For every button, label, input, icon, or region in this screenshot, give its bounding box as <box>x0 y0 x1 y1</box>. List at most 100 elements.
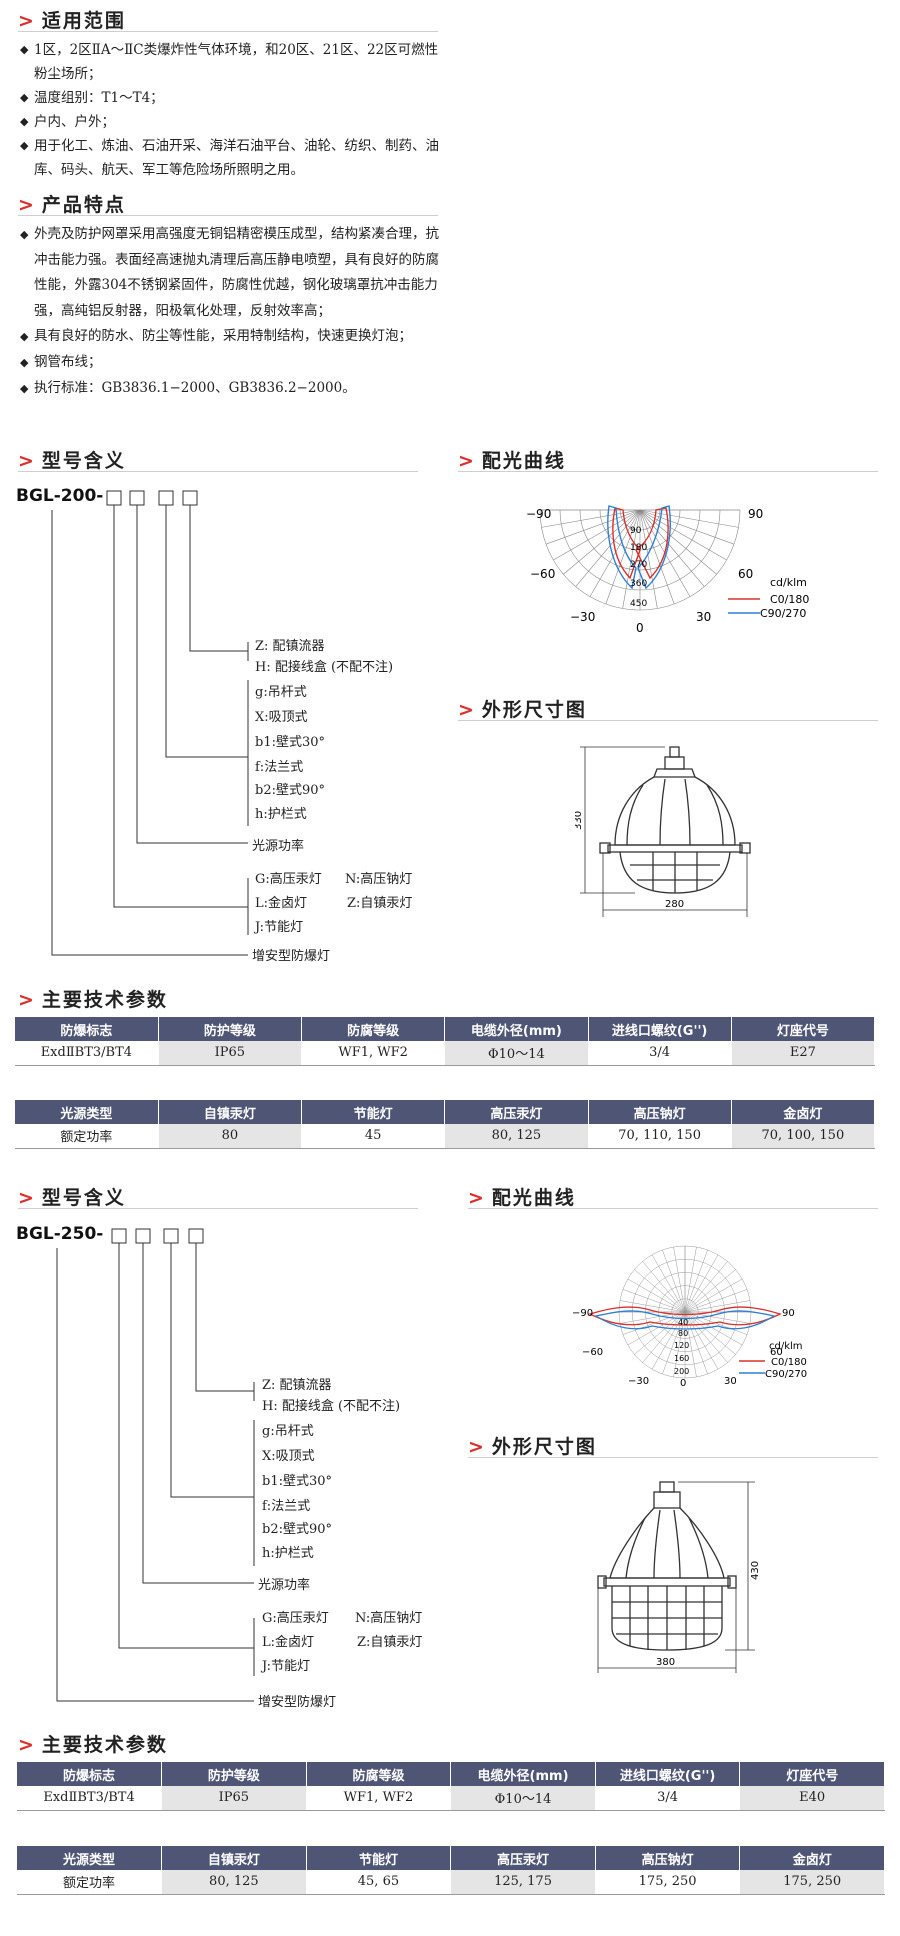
table-header: 自镇汞灯 <box>158 1100 303 1124</box>
table-header: 金卤灯 <box>739 1846 885 1870</box>
unit-label: cd/klm <box>769 1341 803 1352</box>
angle-label: 90 <box>748 507 763 521</box>
code-label: Z: 配镇流器 <box>262 1378 332 1393</box>
table-cell: 70, 110, 150 <box>588 1124 732 1149</box>
table-cell: 80, 125 <box>161 1870 307 1895</box>
section-title-dims-1: >外形尺寸图 <box>458 699 587 721</box>
polar-spoke <box>553 509 641 561</box>
table-cell: WF1, WF2 <box>301 1041 446 1066</box>
section-title-spec-1: >主要技术参数 <box>18 989 168 1011</box>
table-header: 节能灯 <box>301 1100 446 1124</box>
table-cell: 45, 65 <box>306 1870 452 1895</box>
code-label: G:高压汞灯 <box>262 1611 329 1626</box>
ring-label: 180 <box>630 543 647 553</box>
divider <box>468 1208 878 1209</box>
polar-spoke <box>642 1261 686 1313</box>
code-label: g:吊杆式 <box>255 685 307 700</box>
list-item: 户内、户外； <box>20 110 450 134</box>
code-label: H: 配接线盒 (不配不注) <box>262 1399 401 1414</box>
polar-spoke <box>622 1289 686 1313</box>
table-cell: ExdⅡBT3/BT4 <box>15 1041 159 1066</box>
polar-spoke <box>575 509 641 587</box>
table-header: 防护等级 <box>161 1762 307 1786</box>
table-header-row: 防爆标志 防护等级 防腐等级 电缆外径(mm) 进线口螺纹(G'') 灯座代号 <box>15 1017 876 1041</box>
table-header: 电缆外径(mm) <box>444 1017 589 1041</box>
code-label: f:法兰式 <box>262 1499 311 1514</box>
section-title-scope: >适用范围 <box>18 10 126 32</box>
dimension-drawing-1: 330 280 <box>575 746 751 917</box>
chart-2-legend: cd/klm C0/180 C90/270 <box>739 1341 807 1380</box>
section-title-curve-2: >配光曲线 <box>468 1187 576 1209</box>
polar-spoke <box>684 1254 719 1313</box>
polar-spoke <box>684 1300 751 1313</box>
code-label: X:吸顶式 <box>255 710 308 725</box>
polar-spoke <box>634 1269 686 1313</box>
code-label: H: 配接线盒 (不配不注) <box>255 660 394 675</box>
table-header: 灯座代号 <box>731 1017 876 1041</box>
code-label: J:节能灯 <box>255 920 304 935</box>
dimension-drawing-2: 430 380 <box>597 1481 761 1673</box>
table-cell: ExdⅡBT3/BT4 <box>17 1786 163 1811</box>
table-header: 防腐等级 <box>306 1762 452 1786</box>
section-title-model-1: >型号含义 <box>18 450 126 472</box>
angle-label: 60 <box>770 1347 783 1358</box>
polar-spoke <box>662 1311 686 1375</box>
table-header: 防腐等级 <box>301 1017 446 1041</box>
light-distribution-chart-1: −90 90 −60 60 −30 30 0 90 180 270 360 45… <box>526 505 809 635</box>
polar-spoke <box>684 1311 728 1363</box>
dim-width: 280 <box>665 899 684 910</box>
polar-spoke <box>684 1278 743 1313</box>
table-row: 额定功率 80 45 80, 125 70, 110, 150 70, 100,… <box>15 1124 876 1149</box>
divider <box>458 720 878 721</box>
power-table-1: 光源类型 自镇汞灯 节能灯 高压汞灯 高压钠灯 金卤灯 额定功率 80 45 8… <box>15 1100 876 1149</box>
angle-label: −60 <box>582 1347 603 1358</box>
polar-spoke <box>605 509 641 605</box>
table-cell: 175, 250 <box>739 1870 885 1895</box>
curve-c90-270 <box>594 1310 776 1330</box>
ring-label: 450 <box>630 599 647 609</box>
model-code: BGL-200- <box>16 486 104 506</box>
polar-spoke <box>684 1261 728 1313</box>
table-cell: 125, 175 <box>450 1870 596 1895</box>
legend-label: C0/180 <box>770 593 809 606</box>
unit-label: cd/klm <box>770 576 807 589</box>
dim-width: 380 <box>656 1657 675 1668</box>
table-header: 进线口螺纹(G'') <box>595 1762 741 1786</box>
table-header: 防护等级 <box>158 1017 303 1041</box>
code-label: G:高压汞灯 <box>255 872 322 887</box>
divider <box>18 215 438 216</box>
ring-label: 40 <box>678 1318 688 1327</box>
code-label: L:金卤灯 <box>255 896 308 911</box>
angle-label: −90 <box>572 1308 593 1319</box>
polar-spoke <box>673 1311 686 1378</box>
code-label: f:法兰式 <box>255 760 304 775</box>
polar-spoke <box>642 1311 686 1363</box>
polar-spoke <box>563 509 641 575</box>
ring-label: 80 <box>678 1329 688 1338</box>
features-list: 外壳及防护网罩采用高强度无铜铝精密模压成型，结构紧凑合理，抗冲击能力强。表面经高… <box>20 222 450 401</box>
curve-c0-180 <box>588 1306 782 1326</box>
divider <box>18 1208 418 1209</box>
polar-spoke <box>619 1300 686 1313</box>
table-header: 高压钠灯 <box>595 1846 741 1870</box>
polar-spoke <box>684 1289 748 1313</box>
angle-label: 0 <box>636 621 644 635</box>
dim-height: 430 <box>750 1561 761 1580</box>
code-label: N:高压钠灯 <box>345 872 413 887</box>
table-header: 光源类型 <box>17 1846 163 1870</box>
table-cell: 45 <box>301 1124 446 1149</box>
table-header: 光源类型 <box>15 1100 159 1124</box>
table-cell: Φ10～14 <box>444 1041 589 1066</box>
polar-spoke <box>673 1246 686 1313</box>
list-item: 外壳及防护网罩采用高强度无铜铝精密模压成型，结构紧凑合理，抗冲击能力强。表面经高… <box>20 222 450 324</box>
polar-spoke <box>589 509 641 597</box>
table-row: 额定功率 80, 125 45, 65 125, 175 175, 250 17… <box>17 1870 885 1895</box>
code-label: b1:壁式30° <box>262 1474 333 1489</box>
table-header: 高压钠灯 <box>588 1100 732 1124</box>
ring-label: 360 <box>630 579 647 589</box>
polar-spoke <box>639 509 675 605</box>
table-cell: 3/4 <box>588 1041 732 1066</box>
list-item: 1区，2区ⅡA～ⅡC类爆炸性气体环境，和20区、21区、22区可燃性粉尘场所； <box>20 38 450 86</box>
angle-label: 60 <box>738 567 753 581</box>
list-item: 用于化工、炼油、石油开采、海洋石油平台、油轮、纺织、制药、油库、码头、航天、军工… <box>20 134 450 182</box>
